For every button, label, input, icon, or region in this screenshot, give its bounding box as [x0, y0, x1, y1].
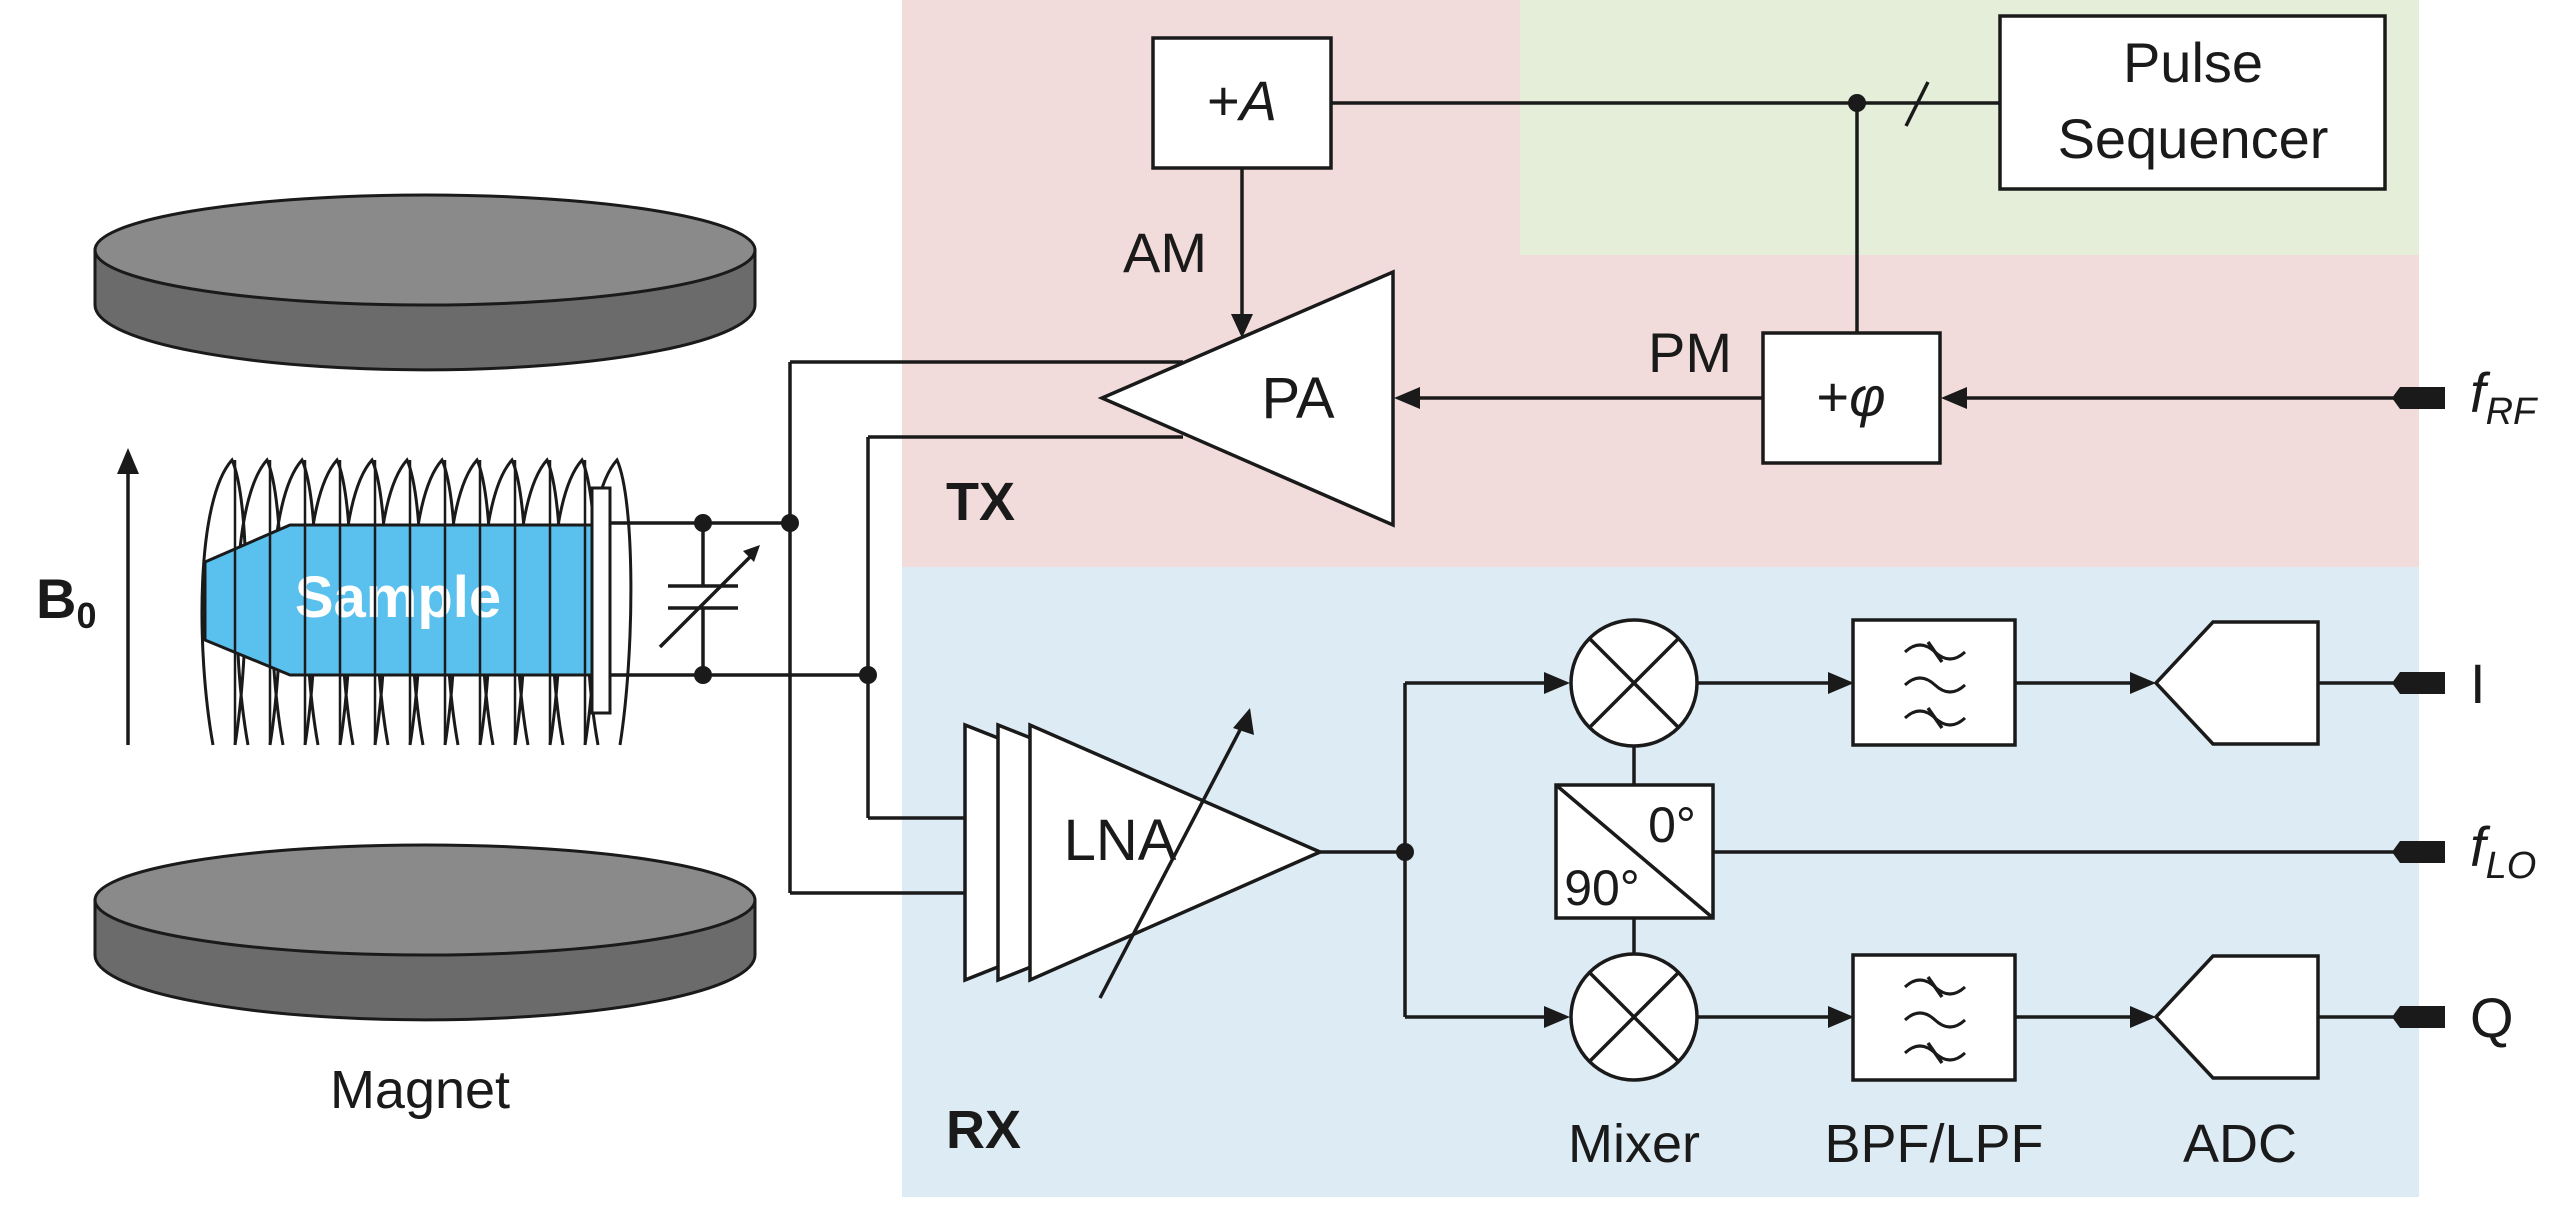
mixer-i: [1569, 618, 1699, 748]
mixer-caption: Mixer: [1568, 1114, 1700, 1174]
am-label: AM: [1123, 221, 1207, 284]
svg-text:Sequencer: Sequencer: [2058, 107, 2329, 170]
i-output-label: I: [2470, 652, 2486, 715]
rx-label: RX: [946, 1100, 1021, 1160]
pm-label: PM: [1648, 321, 1732, 384]
svg-text:Pulse: Pulse: [2123, 31, 2263, 94]
power-amplifier: PA: [1097, 269, 1395, 528]
svg-text:+φ: +φ: [1816, 365, 1885, 428]
pulse-sequencer-block: Pulse Sequencer: [1998, 14, 2387, 191]
coil-front-lines: [233, 460, 587, 745]
svg-text:+A: +A: [1207, 69, 1277, 132]
tuning-capacitor: [610, 514, 868, 684]
magnet: Magnet: [93, 193, 757, 1120]
low-noise-amplifier: LNA: [963, 708, 1325, 999]
quadrature-splitter: 0° 90°: [1554, 783, 1715, 920]
svg-text:PA: PA: [1261, 366, 1334, 431]
f-lo-label: fLO: [2470, 815, 2536, 887]
svg-text:90°: 90°: [1564, 860, 1640, 916]
filter-caption: BPF/LPF: [1824, 1114, 2043, 1174]
q-output-port: [2392, 1006, 2445, 1028]
coil-back-arcs: [200, 457, 633, 746]
q-output-label: Q: [2470, 986, 2514, 1049]
amplitude-control-block: +A: [1151, 36, 1333, 170]
svg-text:LNA: LNA: [1064, 808, 1177, 873]
coil-end-cap: [590, 486, 612, 715]
mixer-q: [1569, 952, 1699, 1082]
i-output-port: [2392, 672, 2445, 694]
tx-label: TX: [946, 472, 1015, 532]
phase-control-block: +φ: [1761, 331, 1942, 465]
filter-q: [1851, 953, 2017, 1082]
f-rf-port: [2392, 387, 2445, 409]
magnet-label: Magnet: [330, 1060, 510, 1120]
b0-label: B0: [36, 567, 96, 636]
f-rf-label: fRF: [2470, 361, 2538, 433]
magnet-bottom-pole: [93, 843, 757, 1022]
sample-coil: Sample: [200, 457, 633, 746]
tx-rx-switch-wiring: [781, 360, 1183, 895]
f-lo-port: [2392, 841, 2445, 863]
adc-caption: ADC: [2183, 1114, 2297, 1174]
b0-field-arrow: B0: [36, 448, 139, 745]
svg-text:0°: 0°: [1648, 797, 1696, 853]
magnet-top-pole: [93, 193, 757, 372]
sample-label: Sample: [295, 565, 501, 630]
filter-i: [1851, 618, 2017, 747]
